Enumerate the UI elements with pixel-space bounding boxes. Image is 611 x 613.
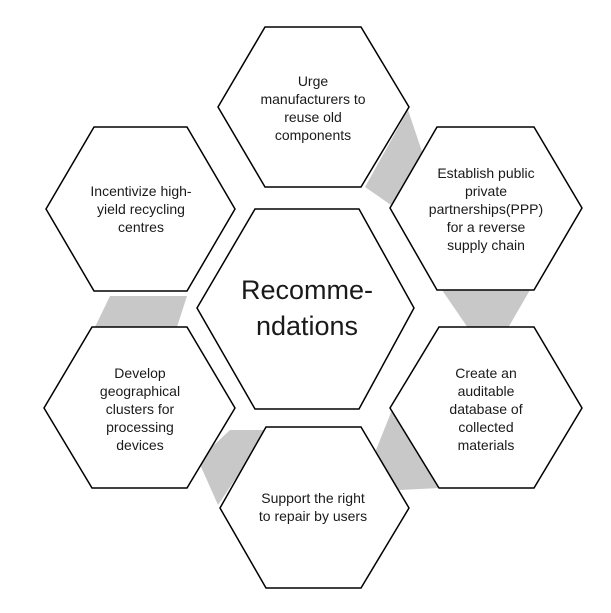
hex-top [217, 26, 410, 188]
hex-bottom [219, 426, 410, 589]
connector-upper-right-lower-right [442, 290, 530, 328]
connector-lower-left-upper-left [95, 296, 187, 327]
hex-lower-right [389, 326, 583, 489]
hex-upper-right [389, 126, 583, 291]
hex-lower-left [43, 326, 236, 489]
hex-upper-left [45, 126, 236, 292]
hexagons [43, 26, 583, 589]
hex-center [196, 208, 415, 410]
connector-bottom-lower-left [198, 430, 268, 505]
